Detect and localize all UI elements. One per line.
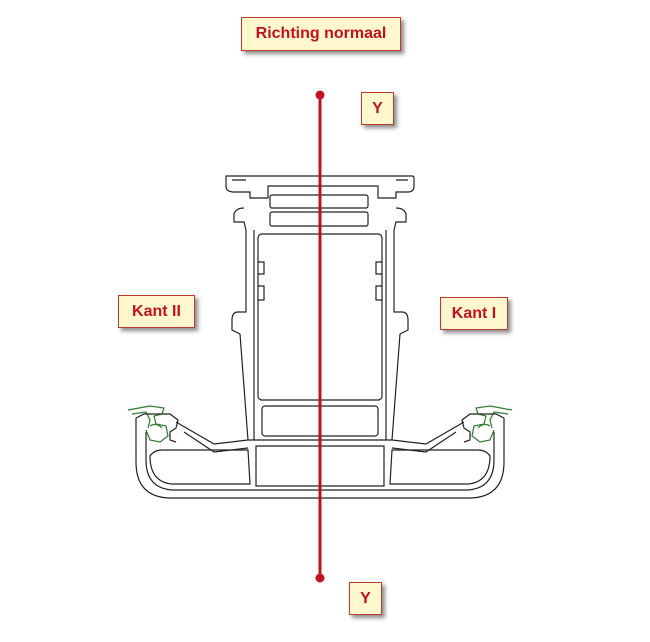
y-axis-top-label: Y [361,92,394,125]
y-axis-top-dot [315,90,325,100]
direction-title-label: Richting normaal [241,17,401,51]
y-axis-bottom-dot [315,573,325,583]
profile-web [231,207,409,441]
wing-ends [135,413,505,443]
side-right-label: Kant I [440,297,508,330]
y-axis-bottom-label: Y [349,582,382,615]
side-left-label: Kant II [118,295,195,328]
gasket-right [471,405,513,443]
profile-base [135,418,505,499]
gasket-left [127,405,169,443]
